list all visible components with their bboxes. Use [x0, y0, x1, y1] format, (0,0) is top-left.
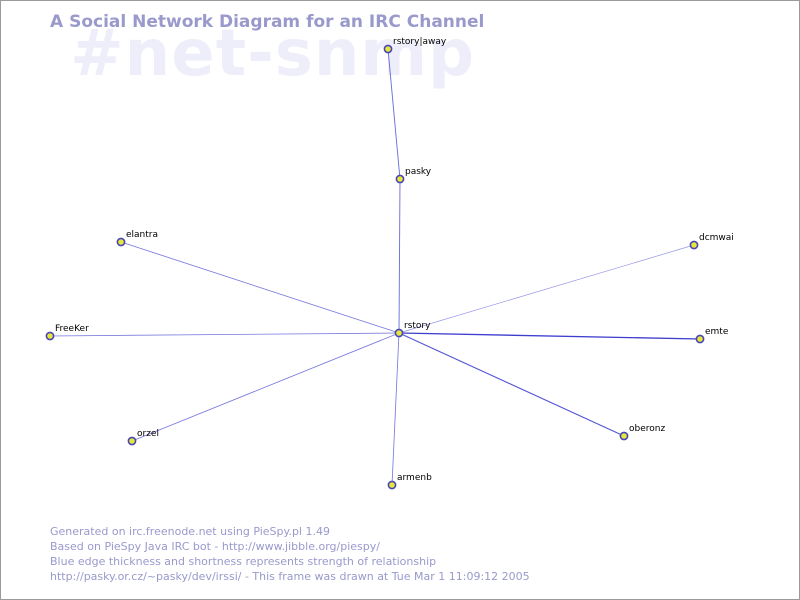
node-marker-emte — [695, 334, 705, 344]
node-label-oberonz: oberonz — [629, 424, 665, 434]
edge-emte-rstory — [398, 332, 701, 340]
node-marker-rstorylaway — [383, 44, 393, 54]
edge-orzel-rstory — [131, 332, 400, 442]
channel-watermark: #net-snmp — [70, 17, 475, 91]
node-marker-orzel — [127, 436, 137, 446]
node-orzel: orzel — [127, 429, 159, 446]
edge-rstorylaway-pasky — [387, 48, 401, 180]
node-label-armenb: armenb — [397, 473, 432, 483]
node-emte: emte — [695, 327, 729, 344]
node-rstorylaway: rstory|away — [383, 37, 447, 54]
node-marker-FreeKer — [45, 331, 55, 341]
node-marker-armenb — [387, 480, 397, 490]
footer-line-legend: Blue edge thickness and shortness repres… — [50, 555, 437, 568]
node-label-pasky: pasky — [405, 167, 432, 177]
footer-line-based-on: Based on PieSpy Java IRC bot - http://ww… — [50, 540, 380, 553]
node-label-rstorylaway: rstory|away — [393, 37, 447, 47]
node-label-rstory: rstory — [404, 321, 431, 331]
node-FreeKer: FreeKer — [45, 324, 89, 341]
edge-armenb-rstory — [391, 332, 400, 486]
footer: Generated on irc.freenode.net using PieS… — [50, 524, 530, 584]
edge-FreeKer-rstory — [49, 332, 400, 337]
node-label-dcmwai: dcmwai — [699, 233, 734, 243]
node-label-elantra: elantra — [126, 230, 158, 240]
node-marker-dcmwai — [689, 240, 699, 250]
node-oberonz: oberonz — [619, 424, 665, 441]
node-dcmwai: dcmwai — [689, 233, 734, 250]
node-elantra: elantra — [116, 230, 158, 247]
edges-layer — [49, 48, 701, 486]
edge-oberonz-rstory — [398, 332, 625, 437]
edge-elantra-rstory — [120, 241, 400, 334]
node-label-orzel: orzel — [137, 429, 159, 439]
edge-dcmwai-rstory — [398, 244, 695, 334]
node-label-emte: emte — [705, 327, 729, 337]
nodes-layer: rstory rstory|away pasky elantra dcmwaiFreeK… — [45, 37, 734, 490]
node-marker-oberonz — [619, 431, 629, 441]
node-marker-elantra — [116, 237, 126, 247]
footer-line-generated: Generated on irc.freenode.net using PieS… — [50, 525, 330, 538]
diagram-title: A Social Network Diagram for an IRC Chan… — [50, 12, 485, 32]
node-label-FreeKer: FreeKer — [55, 324, 89, 334]
node-pasky: pasky — [395, 167, 432, 184]
node-armenb: armenb — [387, 473, 432, 490]
node-rstory: rstory — [394, 321, 431, 338]
footer-line-timestamp: http://pasky.or.cz/~pasky/dev/irssi/ - T… — [50, 570, 530, 583]
node-marker-pasky — [395, 174, 405, 184]
edge-pasky-rstory — [398, 178, 401, 334]
node-marker-rstory — [394, 328, 404, 338]
